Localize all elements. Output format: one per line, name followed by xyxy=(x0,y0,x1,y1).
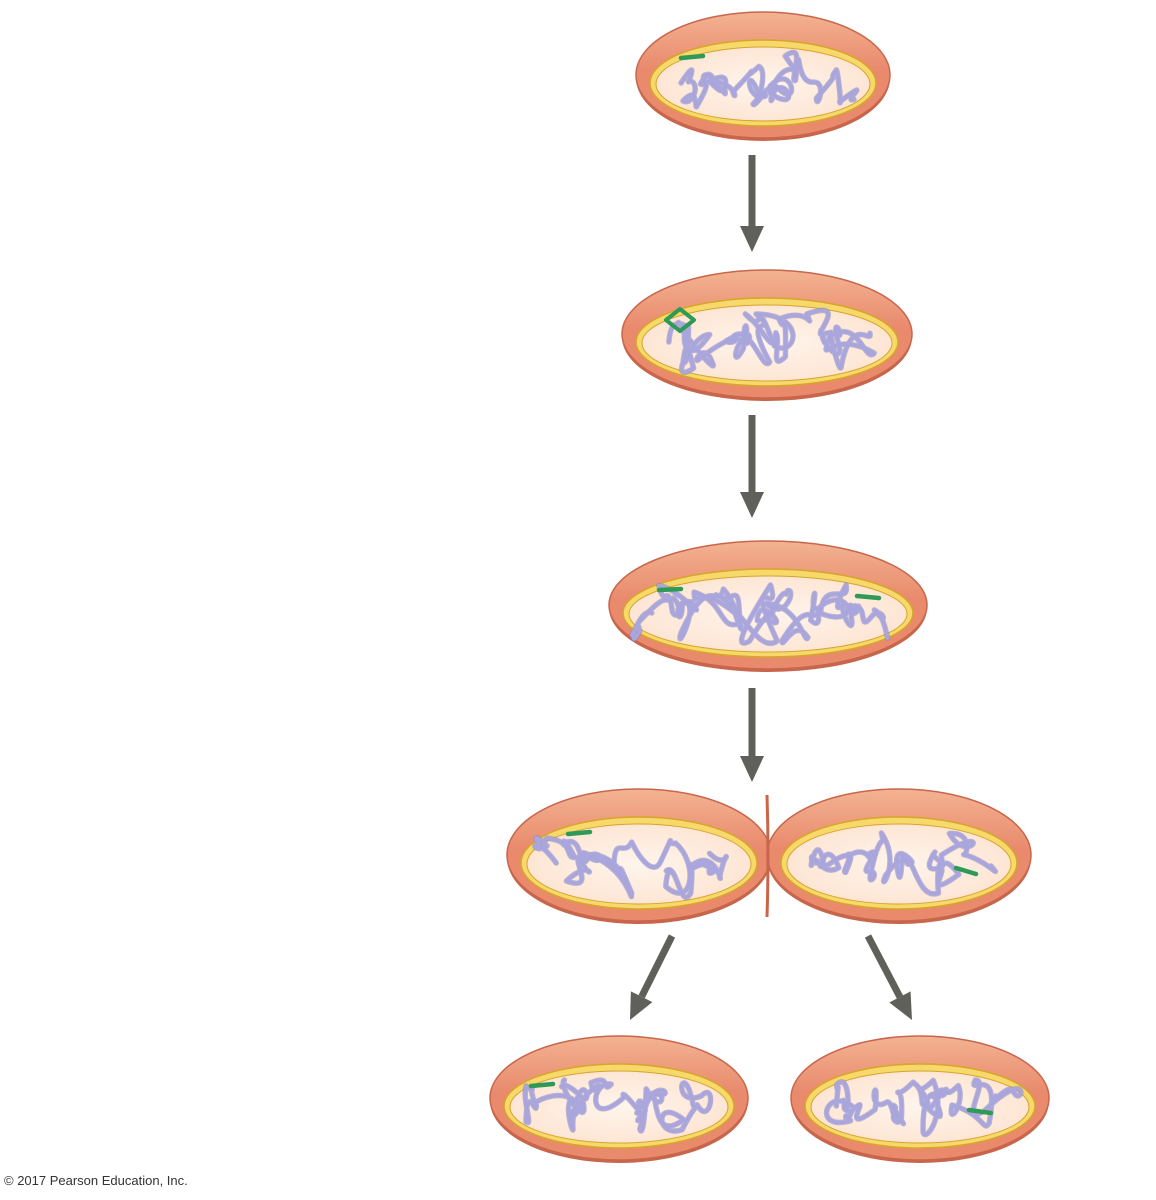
arrow-head xyxy=(740,226,764,252)
cell-stage-3 xyxy=(608,540,928,672)
chromosome-dna xyxy=(679,50,859,109)
arrow-shaft xyxy=(864,934,904,999)
replication-origin xyxy=(565,829,593,837)
arrow-2-to-3 xyxy=(740,415,764,518)
arrow-shaft xyxy=(638,934,676,999)
arrow-4-to-right-daughter xyxy=(864,934,912,1020)
arrow-4-to-left-daughter xyxy=(630,934,676,1020)
replication-origin xyxy=(854,593,882,601)
cell-stage-2 xyxy=(621,269,913,401)
chromosome-dna xyxy=(667,308,876,374)
arrow-3-to-4 xyxy=(740,688,764,782)
replication-origin xyxy=(953,865,979,877)
replication-origin xyxy=(528,1081,556,1089)
daughter-cell-left xyxy=(489,1035,749,1163)
arrow-head xyxy=(630,991,653,1020)
septum xyxy=(765,794,770,918)
arrow-head xyxy=(740,492,764,518)
replication-origin xyxy=(678,53,706,61)
cell-stage-1 xyxy=(635,11,891,141)
copyright-notice: © 2017 Pearson Education, Inc. xyxy=(4,1173,188,1188)
arrow-1-to-2 xyxy=(740,155,764,252)
arrow-head xyxy=(889,991,912,1020)
replication-origin xyxy=(656,586,684,593)
arrow-head xyxy=(740,756,764,782)
chromosome-dna xyxy=(809,831,998,896)
cytoplasm xyxy=(526,823,752,905)
replication-origin xyxy=(966,1107,994,1116)
daughter-cell-right xyxy=(790,1035,1050,1163)
cell-stage-4-dividing xyxy=(506,788,1032,924)
chromosome-dna xyxy=(523,1078,713,1133)
chromosome-dna xyxy=(630,583,890,646)
chromosome-dna xyxy=(533,836,729,899)
chromosome-dna xyxy=(824,1078,1023,1137)
replication-origin xyxy=(664,307,696,333)
cytoplasm xyxy=(810,1070,1030,1144)
